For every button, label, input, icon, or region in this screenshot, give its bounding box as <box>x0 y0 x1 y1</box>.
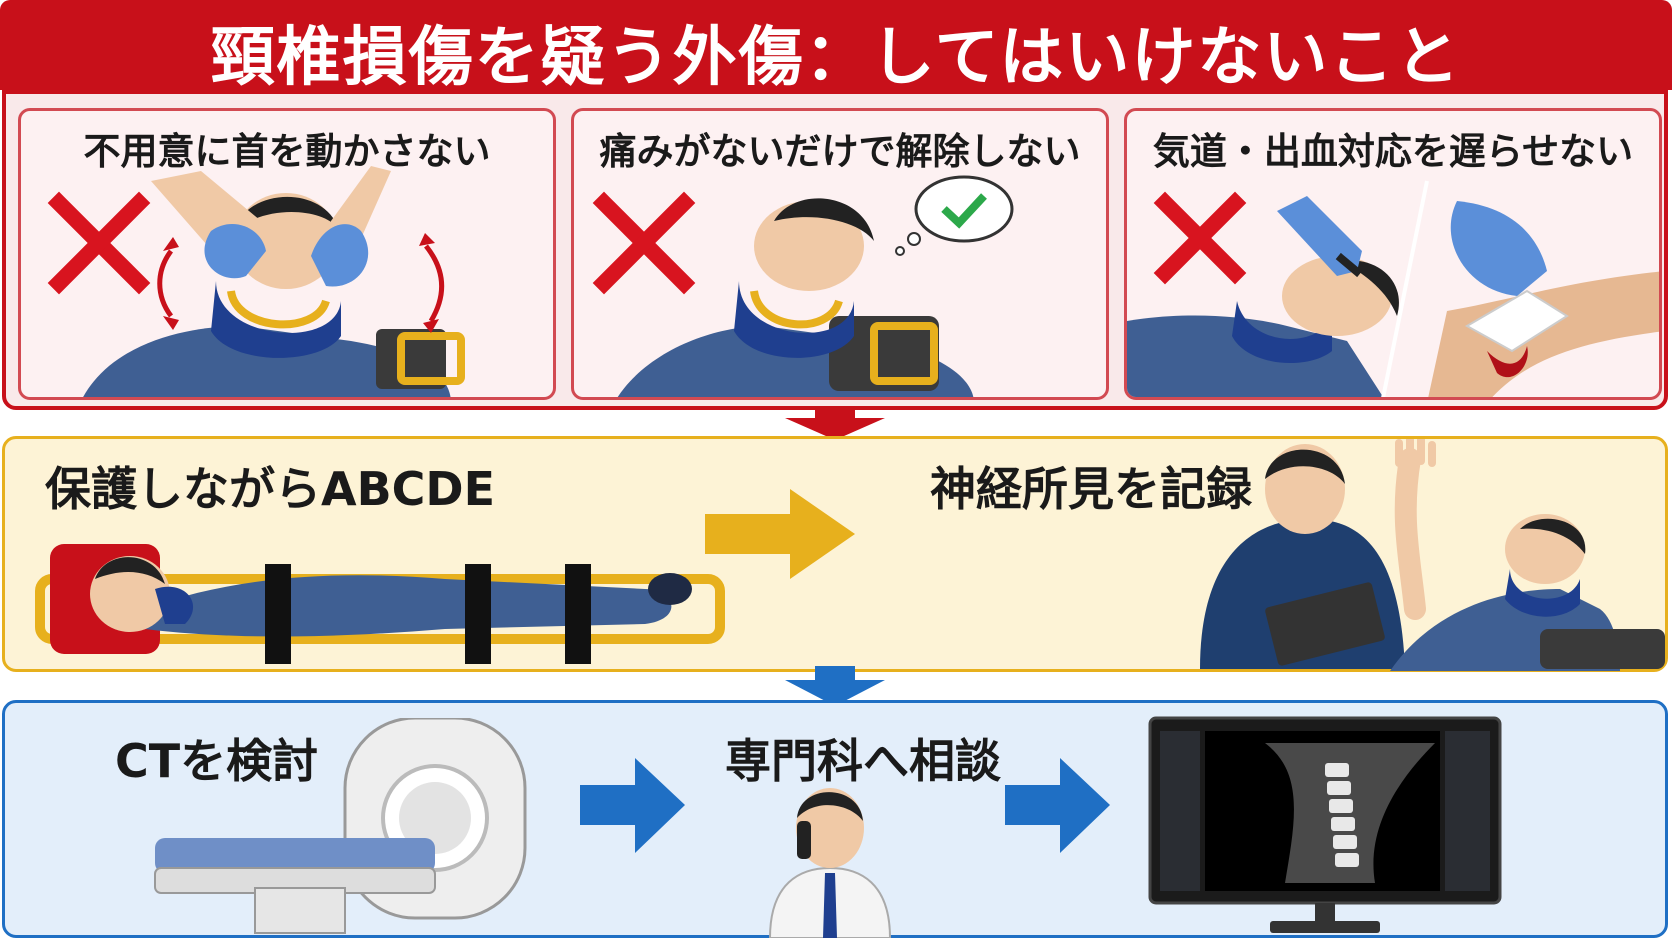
dont-title: 気道・出血対応を遅らせない <box>1152 130 1634 173</box>
dont-title: 痛みがないだけで解除しない <box>599 130 1081 173</box>
red-x-icon <box>47 191 151 295</box>
doctor-exam-illustration <box>1200 439 1665 671</box>
ct-monitor-illustration <box>1148 716 1502 933</box>
donts-section: 不用意に首を動かさない <box>2 90 1668 410</box>
down-arrow-red-icon <box>785 406 885 440</box>
doctor-phone-illustration <box>768 788 892 938</box>
red-x-icon <box>1153 191 1247 285</box>
glove-right <box>311 224 369 287</box>
phone-icon <box>797 821 811 859</box>
neuro-record-label: 神経所見を記録 <box>930 462 1252 516</box>
checkmark-icon <box>941 193 987 229</box>
open-hand <box>1395 439 1436 467</box>
right-arrow-yellow-icon <box>705 489 855 579</box>
glove-left <box>204 223 266 279</box>
dont-panel-release-no-pain: 痛みがないだけで解除しない <box>571 108 1109 400</box>
clipboard <box>1265 582 1385 666</box>
vertebra-column <box>1325 763 1359 867</box>
dont-panel-move-neck: 不用意に首を動かさない <box>18 108 556 400</box>
blood <box>1487 346 1528 378</box>
ct-label: CTを検討 <box>115 734 319 788</box>
consult-label: 専門科へ相談 <box>725 734 1001 788</box>
down-arrow-blue-icon <box>785 666 885 706</box>
right-arrow-blue-icon-2 <box>1005 758 1110 853</box>
imaging-consult-section: CTを検討 専門科へ相談 <box>2 700 1668 938</box>
right-arrow-blue-icon-1 <box>580 758 685 853</box>
gauze-pad <box>1464 289 1569 353</box>
backboard-patient-illustration <box>35 544 725 664</box>
collar-patient-illustration <box>592 175 1014 397</box>
raised-arm <box>1394 448 1426 620</box>
glove-pressure <box>1450 201 1547 296</box>
page-title: 頸椎損傷を疑う外傷：してはいけないこと <box>210 21 1462 95</box>
protect-assess-section: 保護しながらABCDE 神経所見を記録 <box>2 436 1668 672</box>
airway-bleeding-illustration <box>1127 180 1659 397</box>
abcde-label: 保護しながらABCDE <box>45 462 496 516</box>
header-banner: 頸椎損傷を疑う外傷：してはいけないこと <box>0 0 1672 95</box>
red-x-icon <box>592 191 696 295</box>
dont-panel-delay-airway-bleeding: 気道・出血対応を遅らせない <box>1124 108 1662 400</box>
neck-hold-illustration <box>47 166 465 397</box>
dont-title: 不用意に首を動かさない <box>83 130 491 173</box>
thought-bubble-icon <box>895 175 1014 256</box>
ct-scanner-illustration <box>154 718 527 934</box>
